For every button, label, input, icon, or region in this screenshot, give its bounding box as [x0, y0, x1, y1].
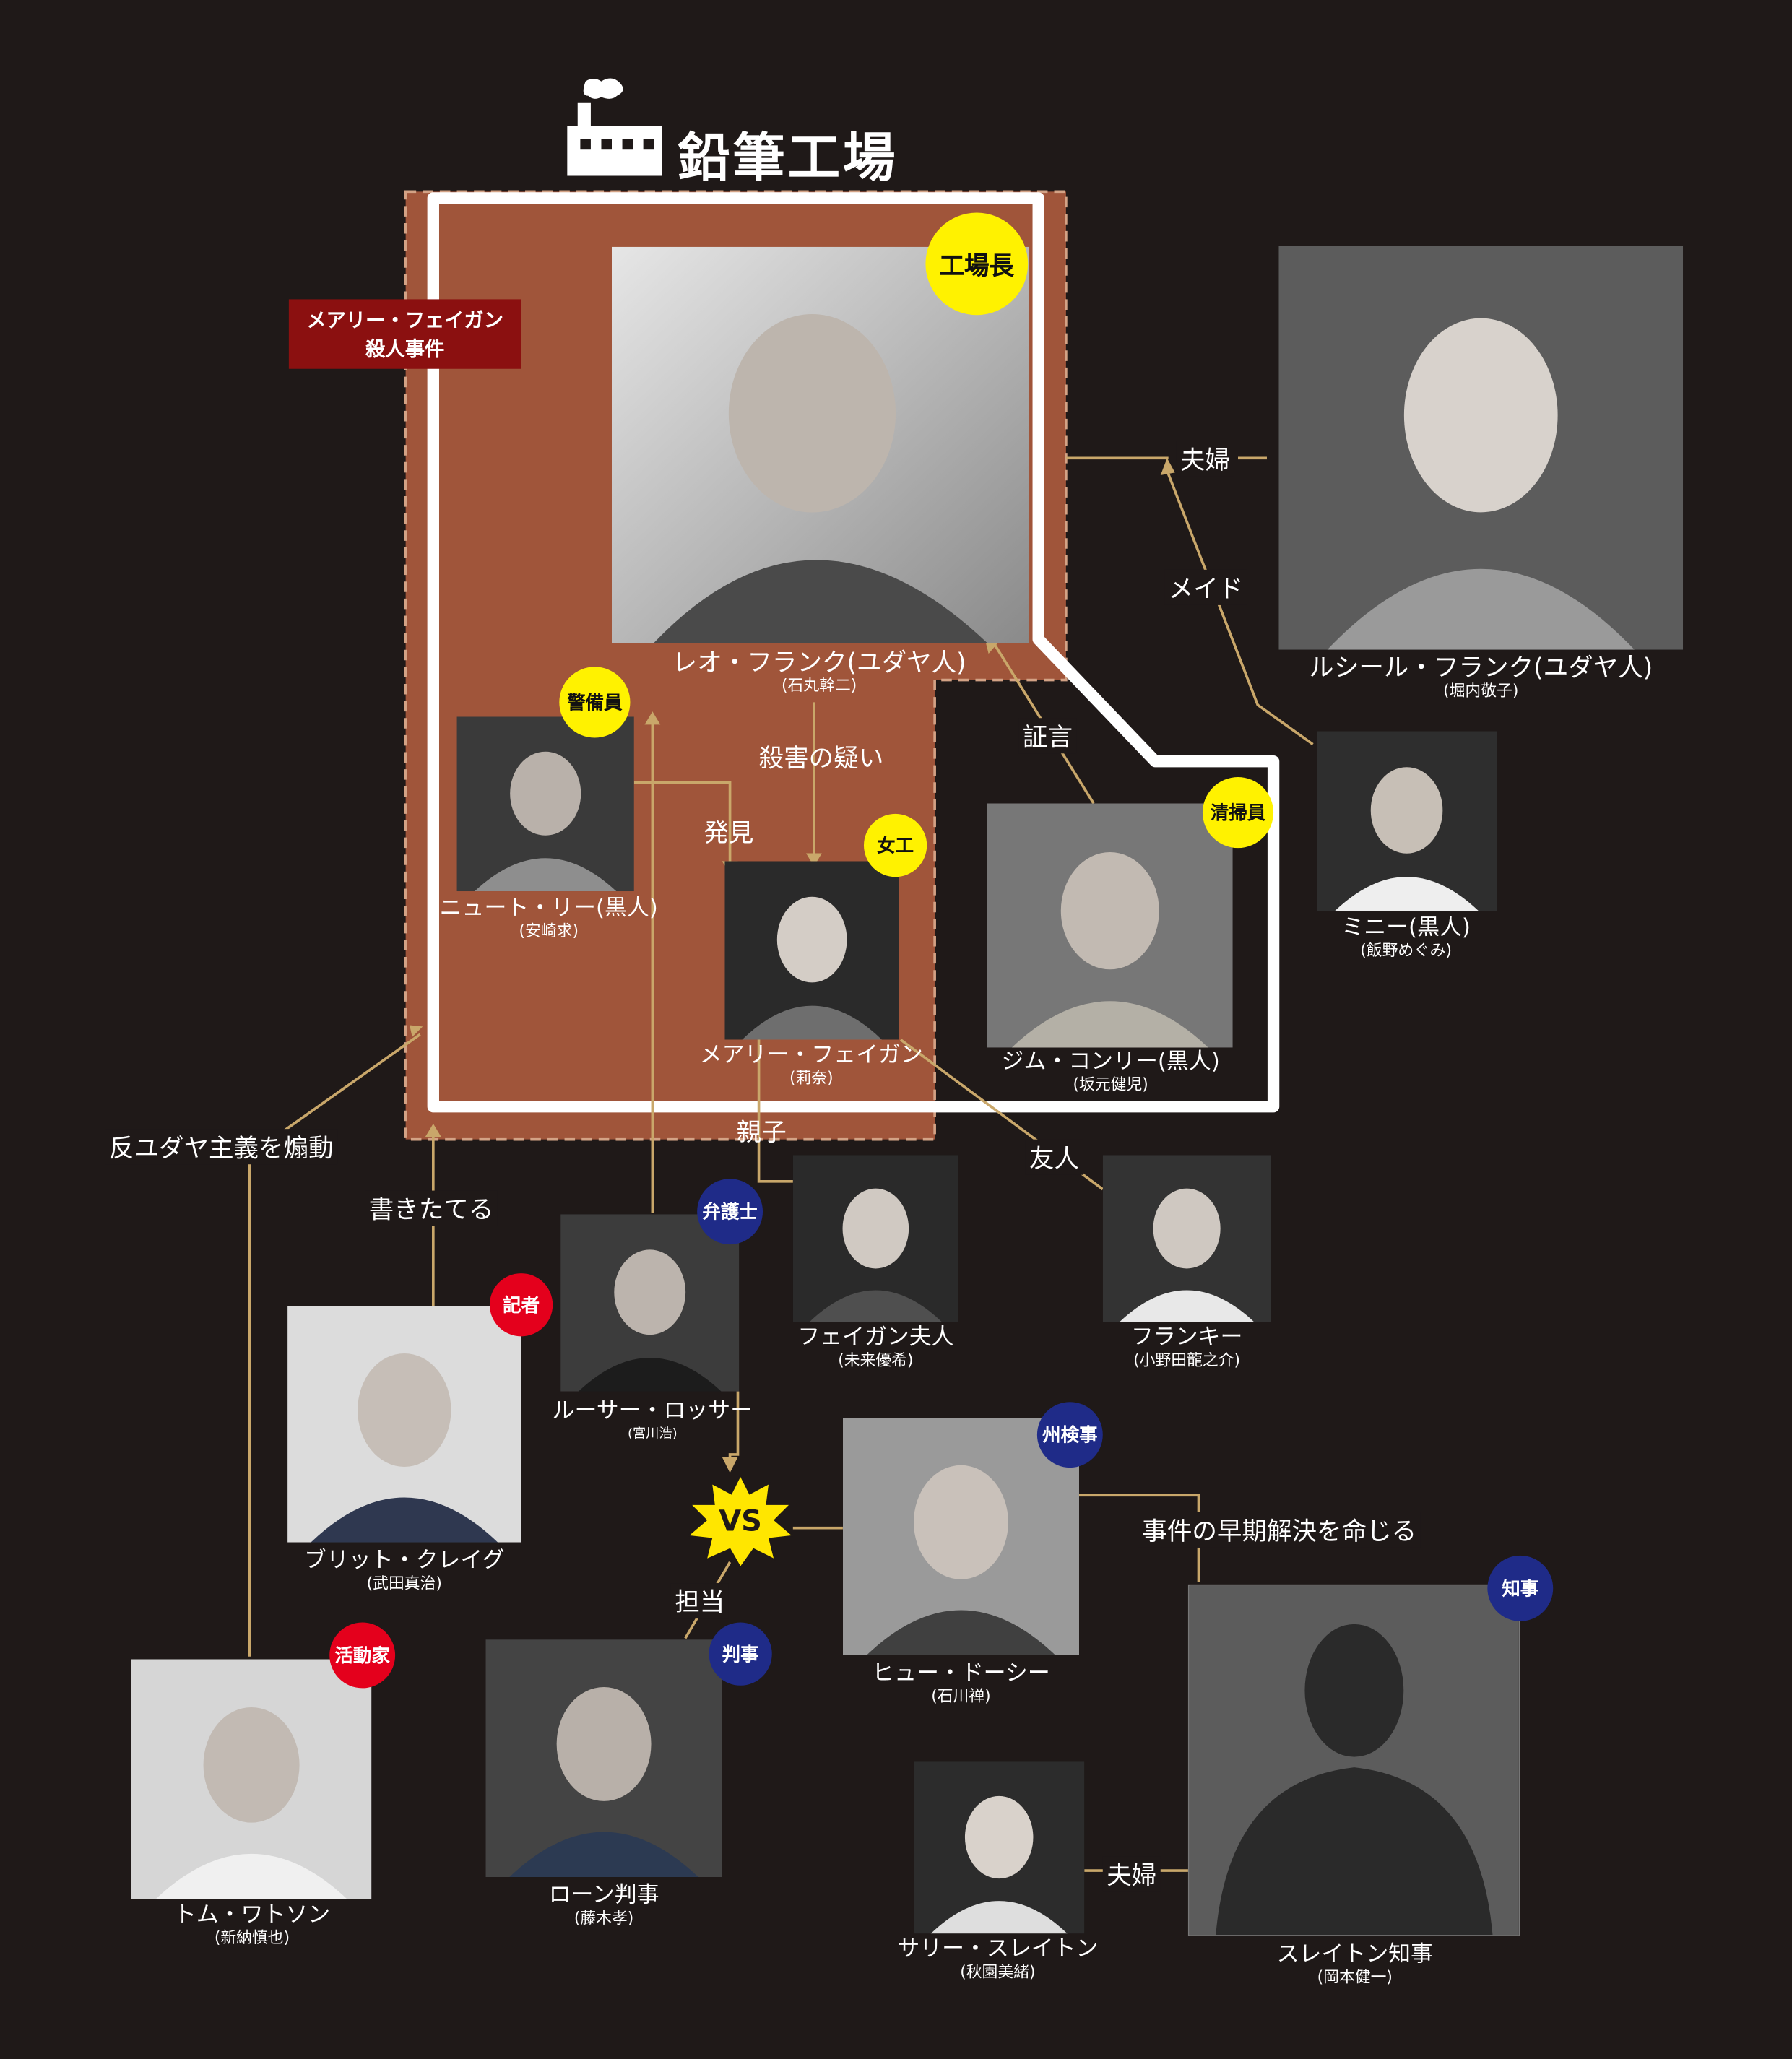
name-sally-text: サリー・スレイトン: [897, 1936, 1099, 1963]
name-britt-text: ブリット・クレイグ: [304, 1547, 505, 1574]
relation-found: 発見: [704, 819, 754, 849]
factory-title: 鉛筆工場: [677, 129, 899, 189]
role-badge-leo: 工場長: [925, 212, 1029, 316]
relation-couple2: 夫婦: [1102, 1856, 1161, 1892]
photo-slaton-silhouette: [1187, 1584, 1520, 1936]
actor-britt: (武田真治): [366, 1574, 442, 1592]
case-label: メアリー・フェイガン 殺人事件: [288, 299, 521, 369]
role-badge-britt: 記者: [489, 1273, 553, 1337]
name-tom-text: トム・ワトソン: [173, 1902, 331, 1929]
relation-parent: 親子: [736, 1118, 787, 1148]
name-newt-text: ニュート・リー(黒人): [439, 895, 658, 922]
actor-lucille: (堀内敬子): [1443, 681, 1519, 700]
name-tom: トム・ワトソン(新納慎也): [173, 1902, 331, 1949]
name-luther-text: ルーサー・ロッサー: [552, 1397, 753, 1425]
actor-luther: (宮川浩): [627, 1426, 678, 1442]
name-hugh-text: ヒュー・ドーシー: [872, 1660, 1050, 1687]
photo-sally: [914, 1761, 1085, 1934]
relation-writeup: 書きたてる: [365, 1190, 498, 1226]
role-badge-hugh: 州検事: [1036, 1402, 1103, 1468]
relation-order: 事件の早期解決を命じる: [1138, 1512, 1421, 1548]
name-hugh: ヒュー・ドーシー(石川禅): [872, 1660, 1050, 1707]
relation-charge: 担当: [670, 1583, 729, 1619]
name-slaton-text: スレイトン知事: [1276, 1941, 1433, 1968]
role-badge-newt: 警備員: [559, 667, 631, 738]
actor-newt: (安崎求): [519, 921, 579, 940]
name-leo: レオ・フランク(ユダヤ人)(石丸幹二): [672, 651, 966, 696]
relation-incite: 反ユダヤ主義を煽動: [105, 1129, 338, 1165]
name-slaton: スレイトン知事(岡本健一): [1276, 1941, 1433, 1988]
photo-luther: [560, 1214, 740, 1392]
actor-frankie: (小野田龍之介): [1133, 1351, 1241, 1369]
photo-jim: [987, 803, 1233, 1048]
role-badge-slaton: 知事: [1487, 1555, 1554, 1621]
name-roan-text: ローン判事: [548, 1882, 659, 1909]
factory-icon: [567, 78, 662, 176]
role-badge-tom: 活動家: [329, 1622, 396, 1689]
name-mary-text: メアリー・フェイガン: [699, 1042, 923, 1069]
name-newt: ニュート・リー(黒人)(安崎求): [440, 896, 658, 941]
name-leo-text: レオ・フランク(ユダヤ人): [672, 648, 966, 677]
actor-jim: (坂元健児): [1073, 1075, 1148, 1094]
role-badge-mary: 女工: [863, 813, 927, 877]
photo-mrs-phagan: [792, 1155, 958, 1322]
relation-maid: メイド: [1164, 569, 1247, 605]
photo-hugh: [842, 1418, 1080, 1655]
name-mary: メアリー・フェイガン(莉奈): [699, 1042, 923, 1088]
photo-mary: [724, 861, 900, 1040]
name-minnie-text: ミニー(黒人): [1341, 914, 1471, 942]
photo-britt: [287, 1306, 521, 1543]
name-frankie: フランキー(小野田龍之介): [1130, 1324, 1243, 1371]
relation-friend: 友人: [1025, 1139, 1083, 1175]
actor-tom: (新納慎也): [214, 1928, 290, 1947]
actor-mary: (莉奈): [789, 1068, 834, 1087]
actor-slaton: (岡本健一): [1317, 1967, 1393, 1987]
actor-roan: (藤木孝): [573, 1908, 634, 1928]
name-minnie: ミニー(黒人)(飯野めぐみ): [1341, 916, 1471, 961]
photo-lucille: [1278, 245, 1684, 650]
photo-frankie: [1102, 1155, 1271, 1322]
name-roan: ローン判事(藤木孝): [548, 1882, 659, 1928]
vs-label: VS: [719, 1504, 762, 1538]
role-badge-luther: 弁護士: [697, 1179, 763, 1245]
actor-hugh: (石川禅): [931, 1686, 991, 1706]
name-sally: サリー・スレイトン(秋園美緒): [897, 1936, 1099, 1982]
name-luther: ルーサー・ロッサー(宮川浩): [552, 1397, 753, 1444]
factory-outline: [427, 192, 1280, 1113]
role-badge-jim: 清掃員: [1202, 777, 1274, 849]
photo-roan: [485, 1639, 722, 1878]
relation-couple1: 夫婦: [1176, 441, 1234, 477]
case-label-line2: 殺人事件: [365, 337, 445, 360]
actor-leo: (石丸幹二): [782, 676, 857, 695]
case-label-line1: メアリー・フェイガン: [306, 308, 504, 331]
name-lucille: ルシール・フランク(ユダヤ人)(堀内敬子): [1309, 656, 1653, 701]
photo-minnie: [1317, 731, 1497, 911]
actor-mrs-phagan: (未来優希): [838, 1351, 914, 1369]
photo-leo: [612, 246, 1029, 643]
photo-newt: [456, 716, 634, 892]
link-found: [633, 781, 732, 867]
role-badge-roan: 判事: [709, 1622, 772, 1686]
name-jim: ジム・コンリー(黒人)(坂元健児): [1001, 1049, 1220, 1095]
link-order: [1067, 1494, 1200, 1582]
name-mrs-phagan-text: フェイガン夫人: [797, 1324, 954, 1351]
photo-tom: [131, 1659, 372, 1900]
name-britt: ブリット・クレイグ(武田真治): [304, 1547, 505, 1594]
name-lucille-text: ルシール・フランク(ユダヤ人): [1309, 654, 1653, 683]
link-maid: [1164, 467, 1314, 746]
relation-testimony: 証言: [1018, 718, 1077, 754]
name-frankie-text: フランキー: [1130, 1324, 1243, 1351]
name-jim-text: ジム・コンリー(黒人): [1001, 1049, 1220, 1075]
relation-suspect: 殺害の疑い: [758, 744, 884, 773]
vs-burst: VS: [688, 1475, 793, 1568]
name-mrs-phagan: フェイガン夫人(未来優希): [797, 1324, 954, 1371]
actor-minnie: (飯野めぐみ): [1360, 941, 1453, 960]
actor-sally: (秋園美緒): [960, 1962, 1036, 1981]
